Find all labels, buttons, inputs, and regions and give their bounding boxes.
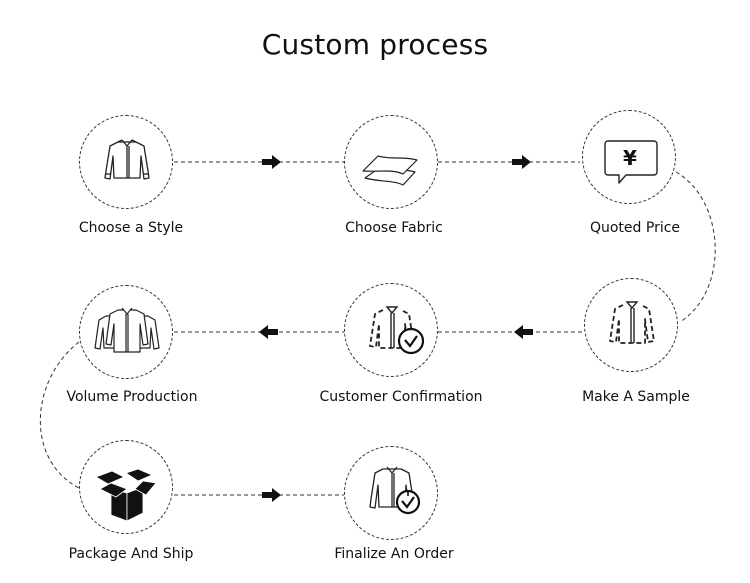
page-title: Custom process [261, 28, 489, 61]
step-volume-production [79, 285, 173, 379]
step-label: Package And Ship [68, 546, 194, 562]
step-choose-a-style [79, 115, 173, 209]
clock-check-icon [395, 489, 421, 515]
step-label: Finalize An Order [334, 546, 454, 562]
step-label: Choose a Style [78, 220, 184, 236]
yen-speech-bubble-icon: ¥ [604, 140, 658, 184]
multiple-shirts-icon [94, 307, 160, 353]
step-make-a-sample [584, 278, 678, 372]
check-circle-icon [397, 327, 425, 355]
arrow-right-icon [262, 155, 281, 169]
fabric-layers-icon [362, 155, 418, 186]
arrow-right-icon [512, 155, 531, 169]
connector-3-4 [675, 171, 716, 323]
step-label: Quoted Price [589, 220, 681, 236]
arrow-right-icon [262, 488, 281, 502]
step-quoted-price: ¥ [582, 110, 676, 204]
dashed-shirt-check-icon [369, 306, 425, 355]
arrow-left-icon [259, 325, 278, 339]
step-package-and-ship [79, 440, 173, 534]
shirt-clock-check-icon [369, 466, 421, 515]
dashed-shirt-icon [609, 301, 655, 344]
arrow-left-icon [514, 325, 533, 339]
step-choose-fabric [344, 115, 438, 209]
step-label: Volume Production [66, 389, 198, 405]
step-customer-confirmation [344, 283, 438, 377]
step-label: Customer Confirmation [319, 389, 483, 405]
connector-6-7 [39, 341, 80, 489]
yen-symbol: ¥ [623, 146, 637, 170]
step-label: Make A Sample [582, 389, 690, 405]
step-finalize-an-order [344, 446, 438, 540]
step-label: Choose Fabric [345, 220, 443, 236]
open-box-icon [95, 468, 157, 522]
shirt-icon [104, 139, 150, 180]
